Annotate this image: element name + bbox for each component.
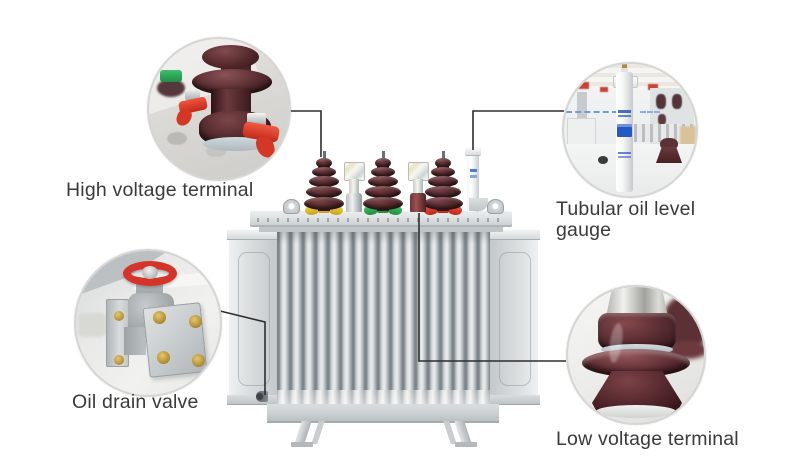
line-oil-drain-valve (215, 309, 266, 395)
lifting-lug-left (283, 199, 300, 214)
photo-gray-cap-1 (167, 132, 187, 145)
photo-tube-text-4 (618, 156, 631, 158)
photo-blue-line-left (566, 111, 618, 113)
tube-mark-1 (470, 169, 477, 172)
photo-blurred-fitting (78, 313, 106, 337)
photo-tube-brass-tip (622, 64, 627, 68)
corrugated-fin-wall (277, 228, 490, 404)
photo-tube-text-2 (618, 115, 631, 117)
tube-bracket (469, 198, 488, 211)
photo-handwheel (123, 261, 177, 286)
photo-tube-indicator (617, 124, 632, 137)
photo-red-detail-2 (600, 87, 608, 92)
photo-bushing-blob-3 (658, 114, 666, 125)
tank-left-wing-emboss (238, 252, 270, 386)
oil-level-tube (467, 149, 479, 212)
photo-tube-text-3 (618, 152, 631, 154)
hv-bushing-2 (363, 151, 403, 213)
photo-bushing-blob-2 (672, 94, 682, 109)
photo-insulator-cap (202, 45, 259, 69)
photo-handwheel-hub (142, 266, 158, 279)
inset-photo-high-voltage-terminal (147, 37, 291, 181)
lv-bushing-1 (343, 161, 365, 212)
photo-left-red-wing (174, 107, 194, 128)
photo-flange-bolt-3 (157, 351, 170, 364)
photo-green-clamp (160, 70, 182, 82)
photo-hex-nut (606, 287, 668, 317)
label-high-voltage-terminal: High voltage terminal (66, 179, 254, 201)
tank-left-wing-cap (227, 230, 280, 239)
line-tubular-oil-level-gauge (472, 110, 564, 150)
label-low-voltage-terminal: Low voltage terminal (556, 428, 739, 450)
tank-left-wing-flange (227, 395, 280, 404)
photo-black-knob (598, 156, 608, 164)
photo-gasket (203, 137, 269, 151)
lv-bushing-2 (407, 161, 429, 212)
tank-right-wing-flange (487, 395, 540, 404)
photo-flange-bolt-4 (192, 354, 205, 367)
photo-lv-base-rim (596, 405, 676, 418)
photo-valve-pipe (124, 327, 146, 355)
tube-mark-2 (470, 175, 477, 178)
photo-bracket-bolt-1 (114, 311, 124, 321)
photo-lv-drum (598, 313, 676, 349)
inset-photo-tubular-oil-level-gauge (562, 62, 698, 198)
lid-lip (259, 227, 503, 232)
photo-red-detail-3 (648, 84, 658, 90)
right-foot-pad (455, 442, 477, 447)
photo-cone-insulator (656, 147, 682, 163)
photo-bg-insulator-cap (157, 79, 185, 97)
left-foot-pad (291, 442, 313, 447)
photo-tube-text-1 (618, 110, 631, 113)
inset-photo-oil-drain-valve (74, 249, 222, 397)
line-high-voltage-terminal (288, 110, 322, 157)
drain-valve-stub (256, 391, 268, 402)
photo-red-detail-1 (578, 82, 589, 89)
tank-right-wing-cap (487, 230, 540, 239)
oil-level-tube-cap (465, 147, 481, 155)
hv-bushing-1 (304, 151, 344, 213)
photo-bushing-blob-1 (656, 94, 666, 109)
photo-blue-line-right (640, 111, 660, 113)
label-tubular-oil-level-gauge: Tubular oil level gauge (556, 198, 696, 241)
photo-flange-bolt-1 (153, 311, 166, 324)
tank-base (267, 404, 499, 423)
photo-flange-bolt-2 (189, 315, 202, 328)
photo-left-clamp-bolt (185, 89, 200, 100)
inset-photo-low-voltage-terminal (566, 285, 706, 425)
tank-right-wing-emboss (499, 252, 531, 386)
lid-bolt-row (257, 218, 505, 222)
lifting-lug-right (487, 199, 504, 214)
photo-bracket-bolt-2 (114, 355, 124, 365)
line-low-voltage-terminal (418, 213, 566, 362)
photo-gray-cap-2 (206, 146, 226, 157)
label-oil-drain-valve: Oil drain valve (72, 391, 199, 413)
hv-bushing-3 (423, 151, 463, 213)
